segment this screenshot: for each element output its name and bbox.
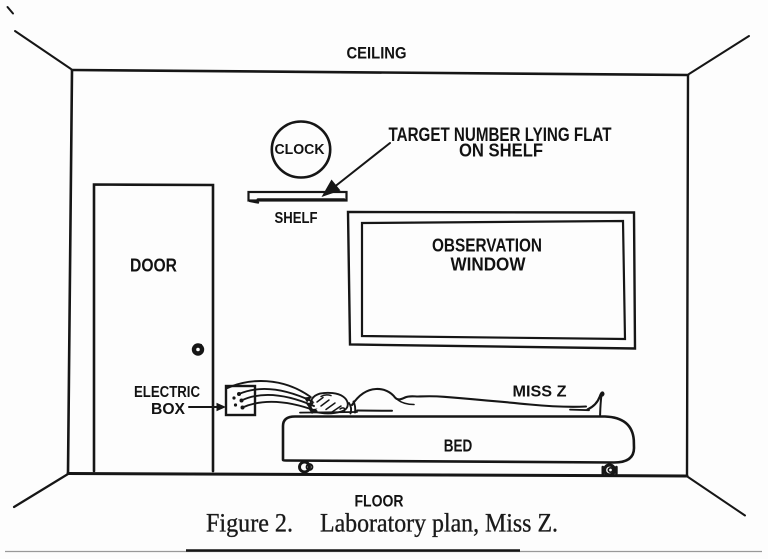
svg-text:Laboratory plan, Miss Z.: Laboratory plan, Miss Z.: [320, 508, 558, 538]
svg-text:FLOOR: FLOOR: [355, 492, 404, 511]
svg-text:CLOCK: CLOCK: [275, 142, 326, 158]
svg-text:WINDOW: WINDOW: [451, 254, 526, 275]
svg-text:MISS Z: MISS Z: [513, 384, 567, 401]
svg-text:ELECTRIC: ELECTRIC: [134, 384, 200, 401]
svg-text:BED: BED: [444, 436, 473, 456]
svg-text:ON SHELF: ON SHELF: [459, 141, 543, 161]
svg-text:TARGET NUMBER LYING FLAT: TARGET NUMBER LYING FLAT: [389, 124, 612, 146]
svg-text:DOOR: DOOR: [130, 255, 177, 276]
svg-text:BOX: BOX: [151, 401, 185, 418]
svg-text:SHELF: SHELF: [275, 210, 318, 227]
svg-text:OBSERVATION: OBSERVATION: [432, 235, 542, 256]
svg-text:Figure 2.: Figure 2.: [206, 508, 293, 538]
svg-text:CEILING: CEILING: [347, 45, 407, 63]
